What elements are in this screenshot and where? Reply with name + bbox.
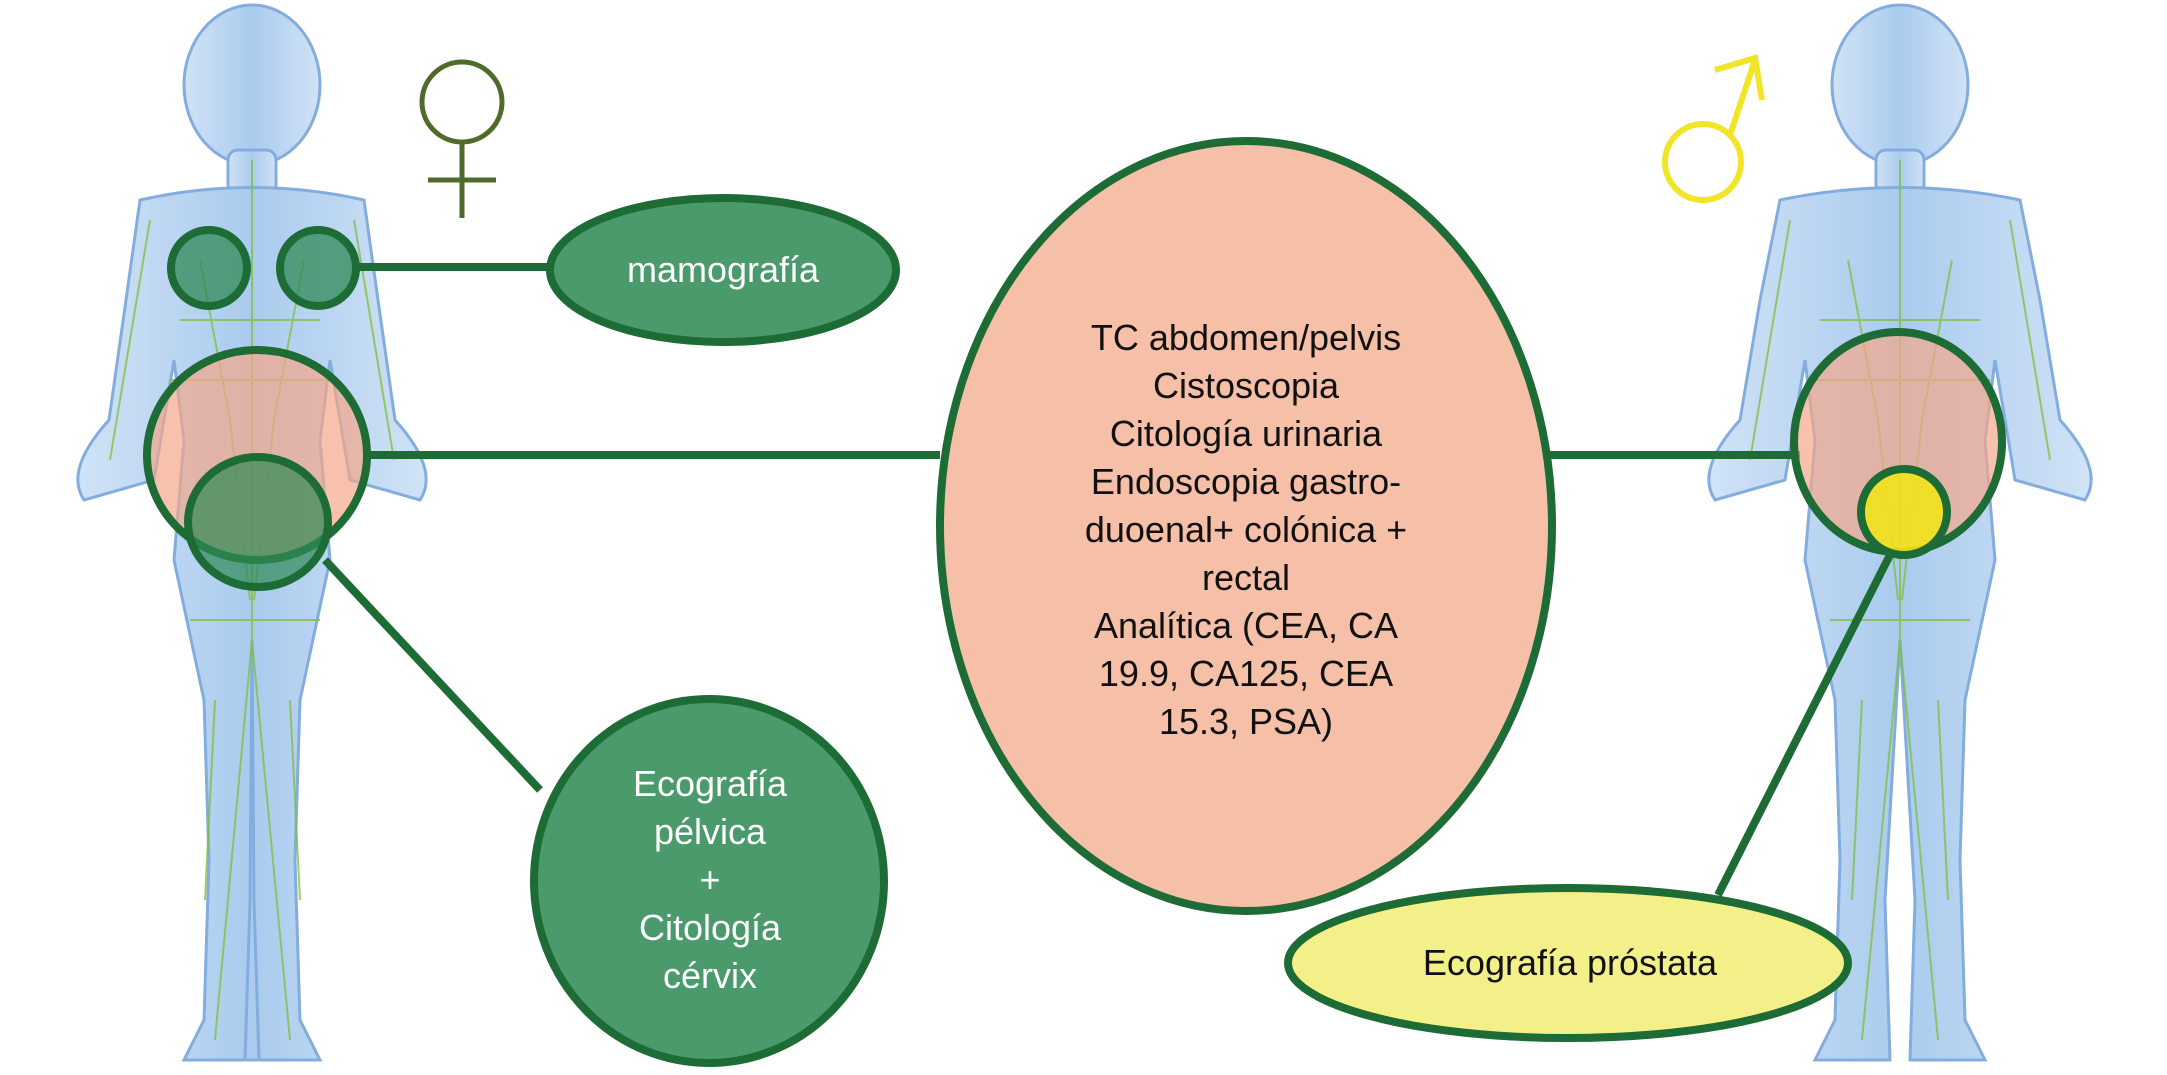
- connector-lines: [322, 263, 1899, 897]
- pelvic-line-3: +: [699, 859, 721, 900]
- female-symbol-icon: [419, 59, 505, 218]
- center-line-1: TC abdomen/pelvis: [1090, 317, 1402, 358]
- center-workup-label: TC abdomen/pelvis Cistoscopia Citología …: [1010, 300, 1482, 760]
- connector-prostate: [1714, 543, 1899, 897]
- prostate-ultrasound-label: Ecografía próstata: [1300, 930, 1840, 996]
- center-line-6: rectal: [1201, 557, 1291, 598]
- male-body-figure: [1707, 3, 2093, 1062]
- center-workup-node: [936, 137, 1556, 915]
- mammography-label: mamografía: [560, 235, 886, 305]
- center-line-9: 15.3, PSA): [1158, 701, 1334, 742]
- pelvic-line-1: Ecografía: [632, 763, 788, 804]
- prostate-marker: [1857, 465, 1951, 559]
- center-line-4: Endoscopia gastro-: [1090, 461, 1402, 502]
- pelvic-line-2: pélvica: [653, 811, 767, 852]
- mammography-text: mamografía: [626, 249, 820, 290]
- pelvic-line-4: Citología: [638, 907, 782, 948]
- female-pelvis-marker: [184, 453, 332, 591]
- left-breast-marker: [167, 226, 251, 310]
- connector-pelvis-pelvic: [322, 557, 543, 793]
- center-line-7: Analítica (CEA, CA: [1093, 605, 1399, 646]
- center-line-3: Citología urinaria: [1109, 413, 1383, 454]
- right-breast-marker: [276, 226, 360, 310]
- center-line-2: Cistoscopia: [1152, 365, 1340, 406]
- male-symbol-icon: [1662, 54, 1765, 203]
- pelvic-ultrasound-node: [530, 695, 888, 1067]
- prostate-ultrasound-node: [1284, 884, 1852, 1042]
- center-line-5: duoenal+ colónica +: [1084, 509, 1408, 550]
- center-line-8: 19.9, CA125, CEA: [1098, 653, 1394, 694]
- pelvic-ultrasound-label: Ecografía pélvica + Citología cérvix: [560, 730, 860, 1030]
- mammography-node: [546, 194, 900, 346]
- prostate-text: Ecografía próstata: [1422, 942, 1718, 983]
- pelvic-line-5: cérvix: [662, 955, 757, 996]
